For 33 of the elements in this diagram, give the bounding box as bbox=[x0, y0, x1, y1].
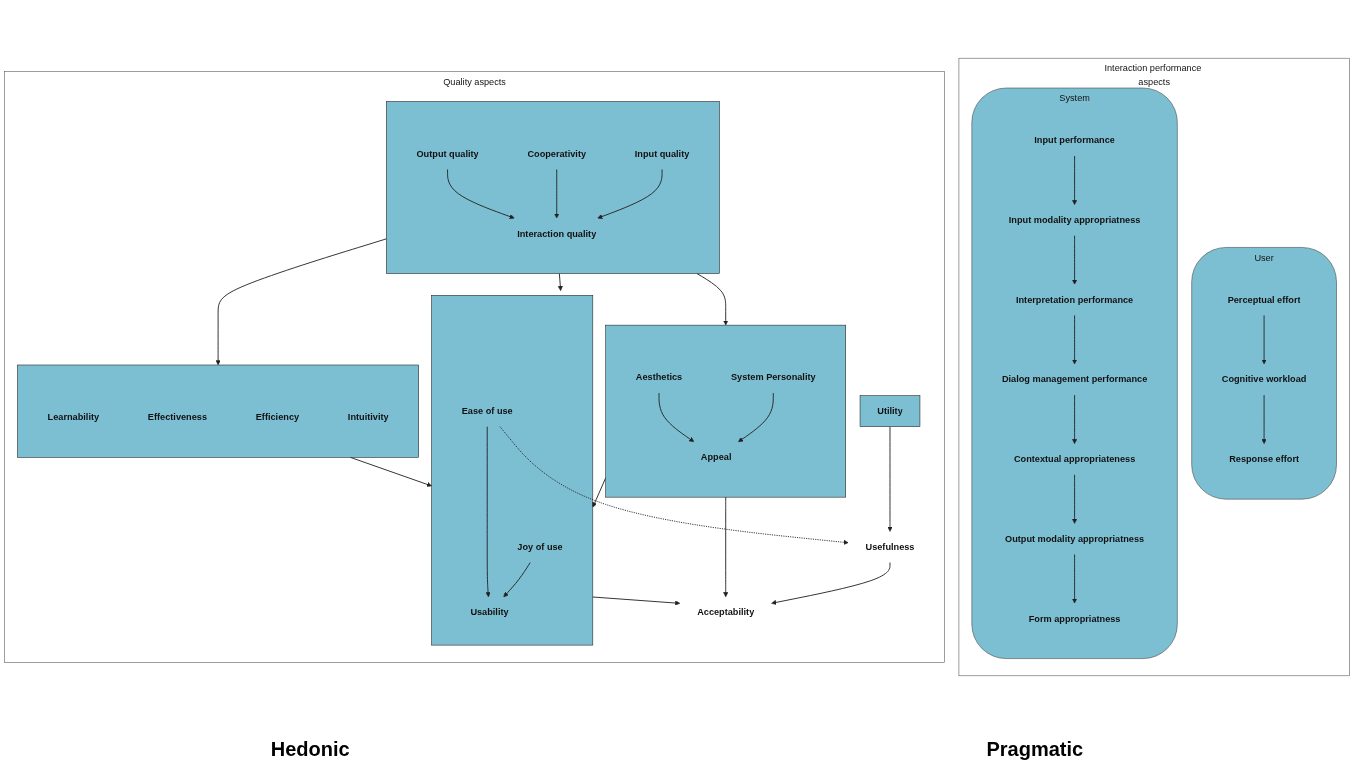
node-text: Output modality appropriatness bbox=[1005, 533, 1145, 544]
node-box: Utility bbox=[859, 395, 921, 427]
node-text: Usefulness bbox=[865, 541, 915, 552]
node-text: Intuitivity bbox=[347, 412, 389, 423]
node-text: Interpretation performance bbox=[1015, 294, 1134, 305]
node-text: Interaction quality bbox=[517, 228, 597, 239]
node-text: Appeal bbox=[700, 452, 732, 462]
node-text: Perceptual effort bbox=[1227, 294, 1301, 305]
node-text: Cognitive workload bbox=[1221, 374, 1307, 385]
side-label: Pragmatic bbox=[986, 738, 1084, 761]
node-text: Input quality bbox=[634, 148, 690, 159]
node-text: Contextual appropriateness bbox=[1013, 454, 1136, 464]
side-label: Hedonic bbox=[270, 738, 350, 761]
node-text: Input modality appropriatness bbox=[1008, 215, 1141, 225]
node-text: Aesthetics bbox=[635, 372, 683, 383]
node-text: Efficiency bbox=[255, 412, 300, 423]
node-text: Output quality bbox=[416, 148, 479, 159]
node-text: Joy of use bbox=[517, 541, 563, 552]
node-text: Acceptability bbox=[697, 607, 755, 618]
node-text: Dialog management performance bbox=[1001, 374, 1148, 385]
cluster bbox=[386, 101, 720, 274]
node-text: Input performance bbox=[1034, 135, 1115, 146]
node-text: Form appropriatness bbox=[1028, 613, 1121, 624]
node-text: Usability bbox=[470, 607, 509, 618]
cluster bbox=[605, 324, 846, 498]
node-text: Response effort bbox=[1229, 454, 1300, 464]
node-text: Learnability bbox=[47, 412, 100, 423]
cluster bbox=[431, 295, 594, 646]
node-text: Effectiveness bbox=[147, 412, 207, 423]
node-text: Ease of use bbox=[461, 405, 513, 416]
cluster bbox=[17, 364, 419, 458]
node-text: Cooperativity bbox=[527, 148, 587, 159]
node-text: System Personality bbox=[730, 372, 816, 383]
